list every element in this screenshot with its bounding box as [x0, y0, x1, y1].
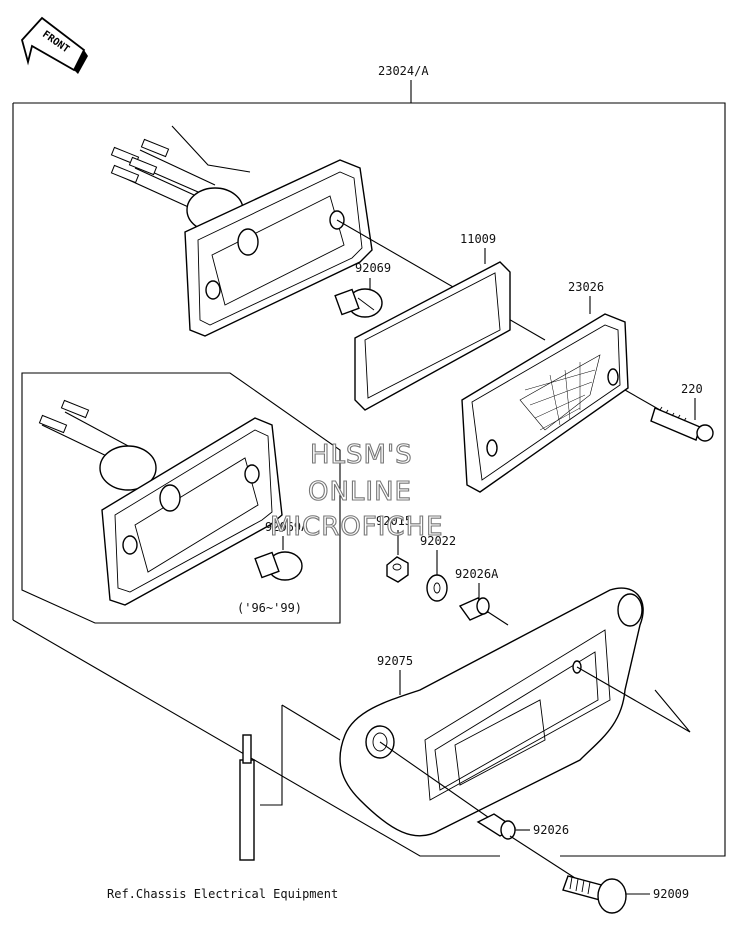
bracket-92075 — [339, 587, 644, 837]
watermark-line-1: HLSM'S — [310, 440, 413, 470]
label-23024A: 23024/A — [378, 64, 429, 78]
label-92069: 92069 — [355, 261, 391, 275]
watermark-line-2: ONLINE — [308, 477, 412, 507]
label-92075: 92075 — [377, 654, 413, 668]
watermark-line-3: MICROFICHE — [270, 512, 444, 542]
label-92022: 92022 — [420, 534, 456, 548]
connector-terminal — [239, 734, 255, 861]
reference-text: Ref.Chassis Electrical Equipment — [107, 887, 338, 901]
gasket-11009 — [354, 261, 511, 411]
lens-23026 — [461, 313, 629, 493]
housing-leader-lines — [171, 125, 251, 173]
inset-years-label: ('96~'99) — [237, 601, 302, 615]
inset-frame — [21, 372, 341, 624]
reference-bracket-lines — [260, 705, 283, 806]
label-220: 220 — [681, 382, 703, 396]
collar-92026A — [458, 597, 490, 621]
assembly-frame — [13, 102, 726, 857]
bolt-92009 — [562, 875, 627, 914]
label-92069A: 92069A — [265, 520, 309, 534]
screw-220 — [650, 406, 714, 442]
bulb-92069 — [334, 288, 383, 318]
washer-92022 — [426, 574, 448, 602]
tail-lamp-housing — [110, 138, 373, 337]
label-92015: 92015 — [376, 514, 412, 528]
watermark: HLSM'S ONLINE MICROFICHE — [269, 439, 444, 542]
frame-bottom-diagonal — [12, 619, 500, 857]
collar-92026 — [476, 813, 517, 840]
nut-92015 — [386, 556, 409, 583]
bulb-92069A — [254, 551, 303, 581]
label-92026A: 92026A — [455, 567, 499, 581]
label-92026: 92026 — [533, 823, 569, 837]
label-11009: 11009 — [460, 232, 496, 246]
bracket-leader-lines — [576, 666, 691, 733]
inset-tail-lamp-housing — [38, 399, 283, 606]
label-23026: 23026 — [568, 280, 604, 294]
front-arrow-icon: FRONT — [21, 16, 88, 74]
label-92009: 92009 — [653, 887, 689, 901]
